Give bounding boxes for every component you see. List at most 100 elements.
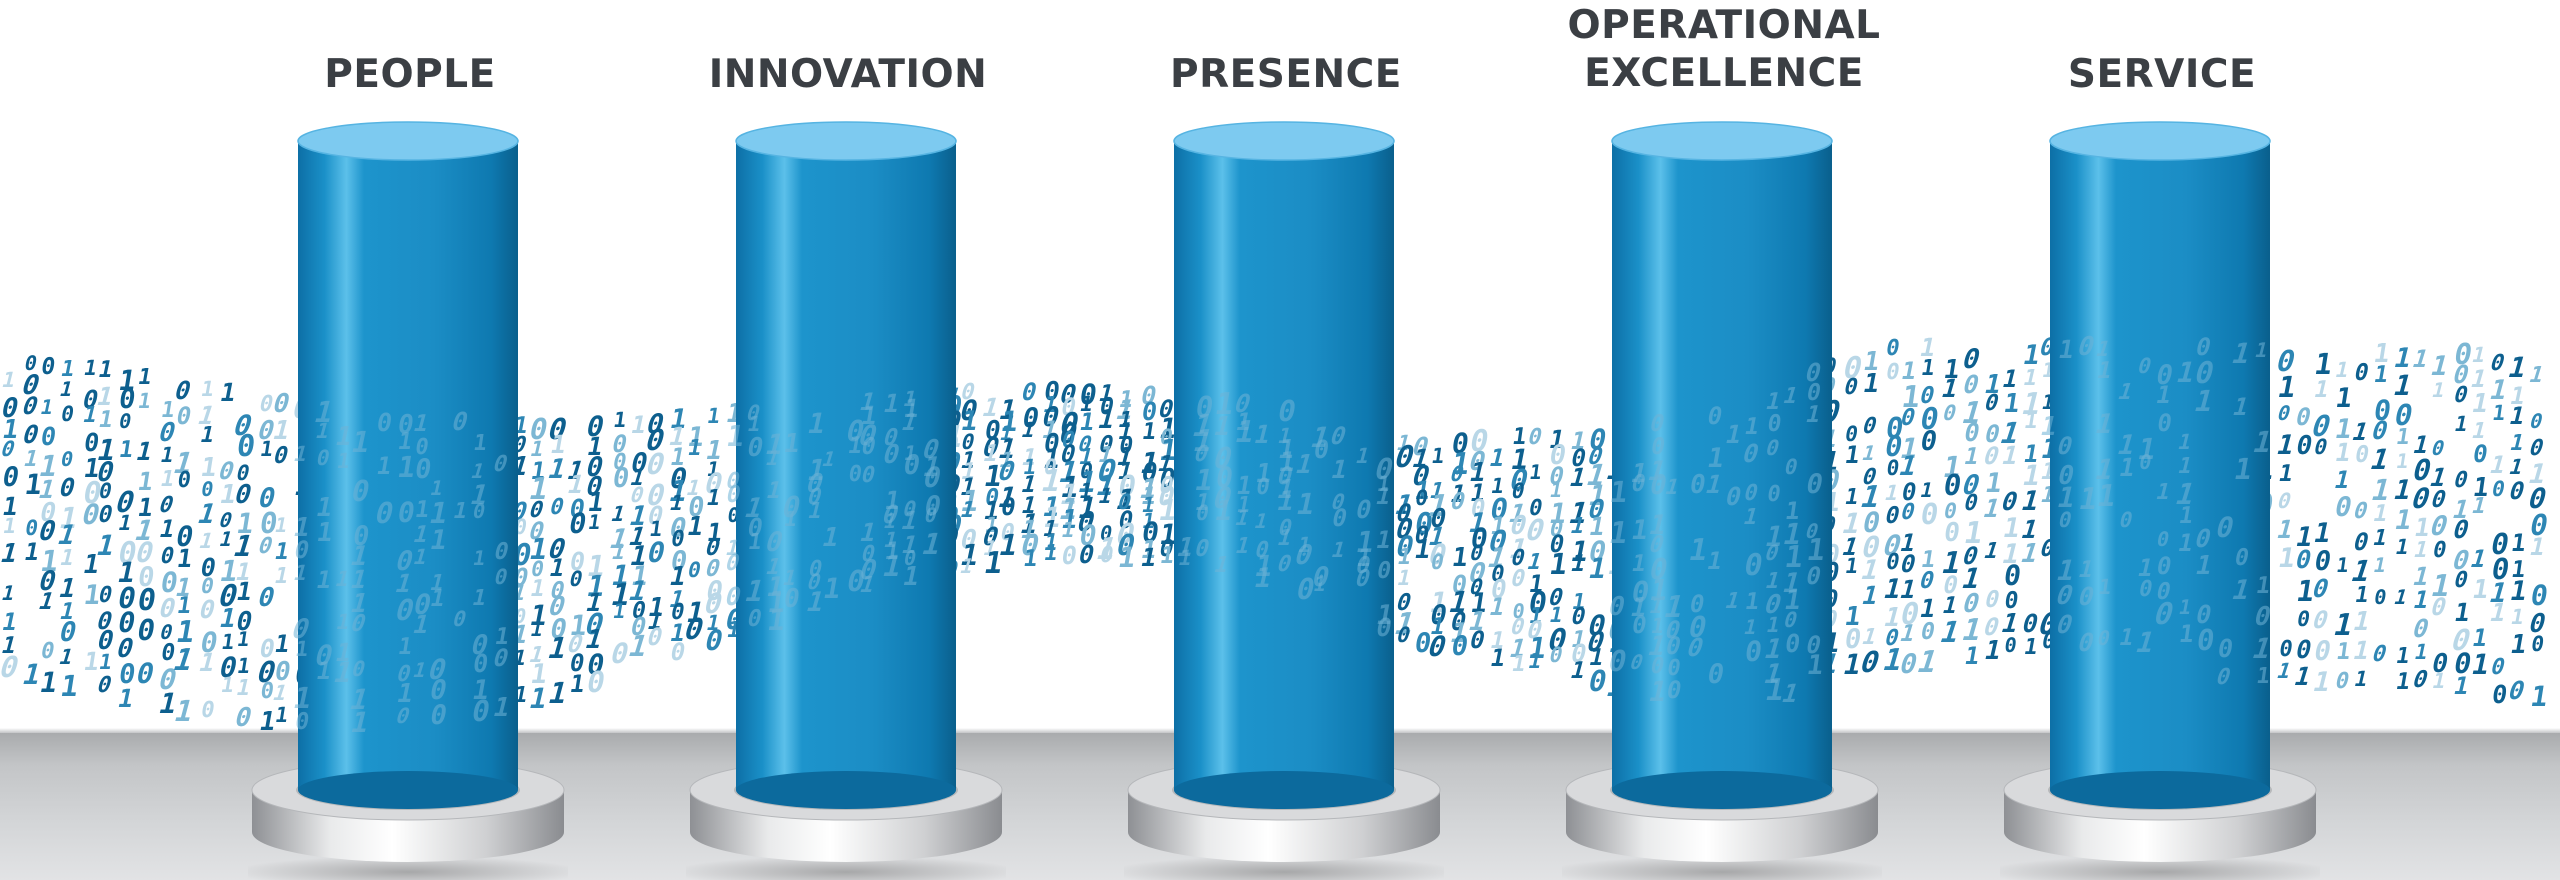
binary-digit: 0 [2331, 492, 2355, 523]
binary-digit: 1 [1487, 644, 1508, 672]
binary-digit: 1 [1919, 356, 1937, 381]
binary-digit: 1 [95, 357, 116, 383]
binary-digit: 1 [0, 539, 22, 569]
binary-digit: 0 [133, 657, 158, 690]
binary-digit: 1 [0, 581, 18, 605]
binary-digit: 1 [2412, 640, 2431, 664]
binary-digit: 1 [2333, 383, 2355, 414]
pillar-graphic [1562, 121, 1882, 880]
binary-digit: 0 [2529, 632, 2546, 656]
binary-digit: 1 [2452, 412, 2471, 436]
binary-digit: 0 [0, 650, 24, 684]
binary-digit: 1 [175, 544, 195, 573]
binary-digit: 1 [2467, 365, 2491, 393]
binary-digit: 1 [2371, 362, 2391, 388]
binary-digit: 0 [19, 420, 43, 449]
binary-digit: 0 [2430, 538, 2449, 563]
binary-digit: 0 [1918, 497, 1941, 531]
binary-digit: 0 [2428, 436, 2448, 460]
binary-digit: 1 [117, 437, 136, 463]
binary-digit: 0 [2506, 477, 2528, 505]
binary-digit: 1 [0, 368, 19, 392]
binary-digit: 1 [217, 378, 239, 407]
binary-digit: 1 [97, 650, 115, 674]
binary-digit: 0 [157, 620, 176, 644]
binary-digit: 1 [2394, 449, 2411, 473]
pillar-graphic [2000, 121, 2320, 880]
binary-digit: 0 [2368, 642, 2390, 667]
binary-digit: 0 [1940, 401, 1960, 425]
binary-digit: 0 [0, 462, 22, 493]
binary-digit: 0 [171, 376, 195, 405]
binary-digit: 0 [198, 698, 217, 723]
binary-digit: 1 [2393, 535, 2412, 559]
binary-digit: 1 [135, 467, 156, 496]
binary-digit: 1 [2409, 345, 2433, 373]
binary-digit: 1 [2334, 639, 2353, 665]
binary-digit: 0 [56, 473, 79, 502]
binary-digit: 0 [59, 402, 77, 426]
binary-digit: 1 [2389, 369, 2416, 402]
binary-digit: 1 [2410, 538, 2431, 563]
binary-digit: 0 [1982, 587, 2003, 613]
binary-digit: 1 [2371, 553, 2389, 577]
binary-digit: 0 [1018, 378, 1040, 406]
pillar-people [248, 0, 568, 880]
binary-digit: 1 [2394, 425, 2412, 450]
binary-digit: 1 [2334, 553, 2351, 577]
binary-digit: 0 [2332, 669, 2352, 694]
binary-digit: 1 [2507, 431, 2527, 456]
binary-digit: 1 [56, 645, 77, 669]
binary-digit: 1 [2332, 358, 2352, 382]
binary-digit: 1 [567, 670, 587, 698]
binary-digit: 0 [1961, 418, 1983, 447]
pillar-label-presence: PRESENCE [1170, 52, 1402, 97]
binary-digit: 1 [2366, 443, 2394, 476]
binary-digit: 1 [1, 514, 19, 538]
binary-digit: 1 [1077, 408, 1097, 436]
binary-digit: 0 [58, 447, 76, 471]
binary-digit: 1 [136, 389, 154, 413]
pillar-service [2000, 0, 2320, 880]
binary-digit: 0 [2372, 585, 2389, 609]
binary-digit: 1 [2352, 583, 2371, 608]
binary-digit: 1 [196, 529, 217, 553]
binary-digit: 1 [1961, 444, 1982, 470]
binary-digit: 1 [1486, 444, 1508, 472]
binary-digit: 1 [2350, 636, 2373, 665]
binary-digit: 1 [1527, 460, 1544, 484]
pillar-label-innovation: INNOVATION [708, 52, 988, 97]
binary-digit: 1 [2509, 529, 2528, 557]
binary-digit: 1 [2528, 680, 2551, 713]
binary-digit: 1 [37, 666, 61, 699]
binary-digit: 1 [2346, 554, 2376, 588]
binary-digit: 1 [38, 395, 56, 419]
binary-digit: 0 [39, 354, 58, 380]
binary-digit: 0 [134, 583, 159, 618]
binary-digit: 0 [38, 422, 59, 451]
binary-digit: 0 [2350, 528, 2372, 556]
pillar-label-operational-excellence: OPERATIONAL EXCELLENCE [1567, 3, 1881, 96]
binary-digit: 0 [2352, 442, 2372, 468]
pillar-graphic [1124, 121, 1444, 880]
binary-digit: 1 [2504, 351, 2531, 384]
binary-digit: 1 [58, 669, 81, 703]
binary-digit: 1 [92, 529, 119, 562]
binary-digit: 0 [134, 613, 158, 647]
binary-digit: 1 [611, 408, 628, 432]
pillar-innovation [686, 0, 1006, 880]
pillar-label-people: PEOPLE [324, 52, 496, 97]
binary-digit: 1 [586, 510, 603, 534]
binary-digit: 0 [2487, 655, 2508, 680]
binary-digit: 0 [175, 468, 193, 493]
binary-digit: 1 [81, 356, 100, 380]
binary-digit: 1 [2508, 605, 2527, 629]
binary-digit: 1 [2525, 363, 2547, 388]
binary-digit: 0 [96, 479, 115, 503]
binary-digit: 0 [2351, 360, 2372, 386]
binary-digit: 0 [1917, 426, 1940, 457]
binary-digit: 0 [155, 493, 177, 518]
binary-digit: 0 [1448, 631, 1471, 662]
binary-digit: 1 [2429, 378, 2448, 402]
binary-digit: 0 [2450, 468, 2471, 493]
